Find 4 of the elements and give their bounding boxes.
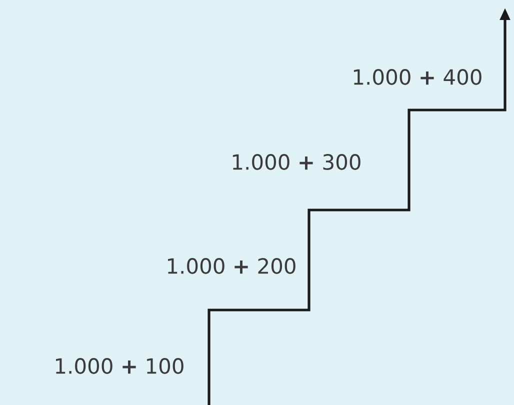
step-label: 1.000 + 400 (354, 69, 482, 85)
step-label: 1.000 + 200 (168, 258, 296, 274)
step-label: 1.000 + 100 (56, 358, 184, 374)
step-label: 1.000 + 300 (232, 154, 360, 170)
